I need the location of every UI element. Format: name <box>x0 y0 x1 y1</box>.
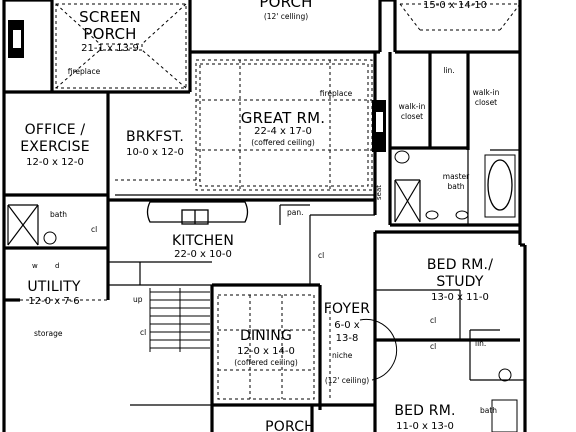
porch-top-dim: (12' celling) <box>263 12 309 21</box>
brkfst-name: BRKFST. <box>126 129 184 145</box>
screen-porch-name-1: SCREEN <box>79 8 141 26</box>
foyer-name: FOYER <box>323 301 371 317</box>
cl-left-label: cl <box>91 225 98 234</box>
dryer-label: d <box>55 262 60 270</box>
foyer-note: (12' ceiling) <box>324 376 370 385</box>
walkin-right-label-2: closet <box>474 98 498 107</box>
dashed-lines <box>20 3 521 400</box>
master-tub <box>487 159 513 211</box>
bath-left-label: bath <box>50 210 68 219</box>
dining-dim: 12-0 x 14-0 <box>237 346 295 357</box>
walkin-left-label-1: walk-in <box>398 102 426 111</box>
seat-label: seat <box>375 185 383 200</box>
office-dim: 12-0 x 12-0 <box>26 157 84 168</box>
interior-lines <box>7 149 525 406</box>
master-bath-label-1: master <box>442 172 470 181</box>
fireplace-left-label: fireplace <box>67 67 101 76</box>
foyer-door-arc <box>359 318 398 381</box>
great-rm-dim: 22-4 x 17-0 <box>254 126 312 137</box>
office-name-2: EXERCISE <box>20 139 90 155</box>
bed-study-name-2: STUDY <box>436 274 484 290</box>
office-name-1: OFFICE / <box>24 122 86 138</box>
porch-top-name: PORCH <box>259 0 313 11</box>
niche-label: niche <box>332 351 353 360</box>
pantry-label: pan. <box>287 208 304 217</box>
washer-label: w <box>32 262 38 270</box>
screen-porch-dim: 21-1 x 13-9 <box>81 43 139 54</box>
cl-bed-label: cl <box>430 316 437 325</box>
dining-note: (coffered ceiling) <box>234 358 298 367</box>
exterior-walls <box>2 0 527 432</box>
foyer-dim-2: 13-8 <box>335 333 359 344</box>
bed-study-name-1: BED RM./ <box>426 257 494 273</box>
master-bath-label-2: bath <box>447 182 465 191</box>
bath-right-label: bath <box>480 406 498 415</box>
bed-study-dim: 13-0 x 11-0 <box>431 292 489 303</box>
lin-top-label: lin. <box>443 66 455 75</box>
brkfst-dim: 10-0 x 12-0 <box>126 147 184 158</box>
walkin-left-label-2: closet <box>400 112 424 121</box>
bed-rm-dim: 11-0 x 13-0 <box>396 421 454 432</box>
dining-name: DINING <box>239 328 293 344</box>
utility-dim: 12-0 x 7-6 <box>28 296 80 307</box>
cl-bed2-label: cl <box>430 342 437 351</box>
bedroom-top-dim: 15-0 x 14-10 <box>422 0 488 11</box>
great-rm-name: GREAT RM. <box>240 109 326 127</box>
up-label: up <box>133 295 143 304</box>
utility-name: UTILITY <box>27 279 81 295</box>
porch-bottom-name: PORCH <box>265 419 315 432</box>
cl-kitchen-label: cl <box>318 251 325 260</box>
kitchen-dim: 22-0 x 10-0 <box>174 249 232 260</box>
stairs <box>149 288 210 352</box>
screen-porch-name-2: PORCH <box>83 25 137 43</box>
kitchen-name: KITCHEN <box>171 233 235 249</box>
kitchen-island <box>146 201 249 225</box>
walkin-right-label-1: walk-in <box>472 88 500 97</box>
bed-rm-name: BED RM. <box>394 403 456 419</box>
lin-right-label: lin. <box>475 339 487 348</box>
foyer-dim-1: 6-0 x <box>334 320 360 331</box>
storage-label: storage <box>34 329 63 338</box>
cl-stair-label: cl <box>140 328 147 337</box>
fireplace-right-label: fireplace <box>319 89 353 98</box>
great-rm-note: (coffered ceiling) <box>251 138 315 147</box>
